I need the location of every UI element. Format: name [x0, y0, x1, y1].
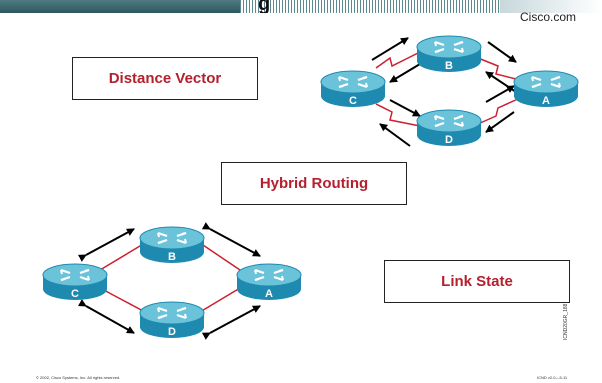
top-link-c-d: [375, 103, 421, 127]
router-icon: C: [319, 69, 387, 109]
hybrid-routing-box: Hybrid Routing: [221, 162, 407, 205]
arrow: [485, 85, 515, 103]
bottom-link-b-a: [199, 242, 241, 271]
top-network-links: [375, 51, 521, 127]
router-label-a: A: [265, 288, 273, 300]
header-band-dark: [0, 0, 240, 13]
router-icon: A: [512, 69, 580, 109]
link-state-box: Link State: [384, 260, 570, 303]
router-icon: B: [138, 225, 206, 265]
distance-vector-label: Distance Vector: [108, 70, 222, 87]
router-label-b: B: [168, 251, 176, 263]
bottom-link-c-b: [99, 242, 146, 271]
router-label-c: C: [349, 95, 357, 107]
cisco-com-label: Cisco.com: [519, 10, 576, 24]
router-icon: D: [415, 108, 483, 148]
bottom-link-c-d: [99, 287, 146, 313]
arrow: [77, 299, 135, 334]
router-label-c: C: [71, 288, 79, 300]
header-bar: [0, 0, 602, 26]
top-link-c-b: [375, 51, 421, 69]
router-label-b: B: [445, 60, 453, 72]
top-network-arrows: [371, 37, 517, 147]
header-band-fade: [500, 0, 602, 13]
router-label-a: A: [542, 95, 550, 107]
link-state-label: Link State: [441, 273, 513, 290]
bottom-link-d-a: [199, 287, 241, 313]
arrow: [485, 111, 515, 133]
header-band-stripes: [240, 0, 500, 13]
arrow: [201, 305, 261, 340]
router-icon: C: [41, 262, 109, 302]
arrow: [371, 37, 409, 61]
side-code: ICND20GR_188: [563, 303, 569, 340]
footer-copyright: © 2002, Cisco Systems, Inc. All rights r…: [36, 375, 121, 380]
arrow: [487, 41, 517, 63]
footer-course-code: ICND v2.0—5-11: [537, 375, 568, 380]
router-label-d: D: [168, 326, 176, 338]
bottom-network-routers: B C A D: [41, 225, 303, 340]
bottom-network-arrows: [77, 222, 261, 340]
arrow: [201, 222, 261, 257]
arrow: [389, 63, 421, 83]
arrow: [379, 123, 411, 147]
arrow: [77, 228, 135, 262]
hybrid-routing-label: Hybrid Routing: [259, 175, 369, 192]
top-link-b-a: [477, 57, 521, 81]
router-label-d: D: [445, 134, 453, 146]
top-link-d-a: [477, 97, 521, 125]
top-network-routers: B C D A: [319, 34, 580, 148]
slide-title-fragment: g: [258, 0, 271, 13]
arrow: [389, 99, 421, 117]
router-icon: D: [138, 300, 206, 340]
distance-vector-box: Distance Vector: [72, 57, 258, 100]
router-icon: A: [235, 262, 303, 302]
router-icon: B: [415, 34, 483, 74]
